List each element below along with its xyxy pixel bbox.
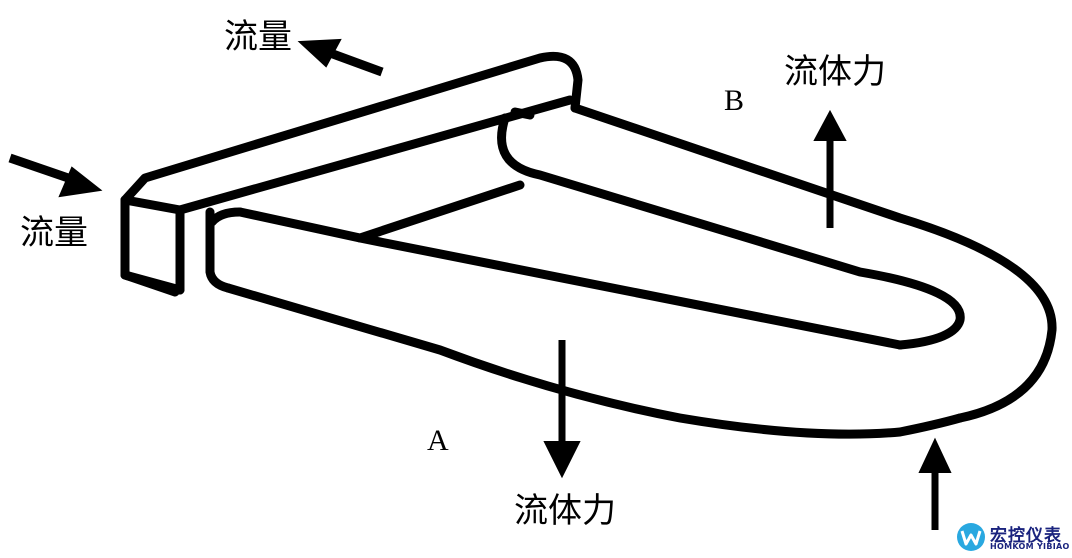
force-arrows <box>543 109 952 530</box>
arrow-flow-in-head <box>58 166 103 198</box>
force-label-top: 流体力 <box>784 52 886 92</box>
arrow-force-b-head <box>813 109 847 141</box>
point-label-b: B <box>724 84 745 117</box>
flow-label-top: 流量 <box>224 17 292 57</box>
arrow-force-a-head <box>543 441 581 479</box>
force-label-bottom: 流体力 <box>514 491 616 531</box>
u-tube-front <box>207 207 965 439</box>
flow-label-left: 流量 <box>20 213 88 253</box>
logo-text-en: HOMKOM YIBIAO <box>990 542 1070 551</box>
point-label-a: A <box>427 424 449 457</box>
arrow-force-right-head <box>918 437 952 473</box>
arrow-flow-out-head <box>297 38 342 68</box>
tube-inner-link <box>235 180 905 350</box>
arrow-flow-in <box>8 153 76 185</box>
flow-arrows <box>8 38 384 198</box>
logo-text-cn: 宏控仪表 <box>990 526 1062 546</box>
u-tube-back <box>497 103 1057 423</box>
logo-w-icon <box>957 523 985 551</box>
watermark-logo: 宏控仪表 HOMKOM YIBIAO <box>952 518 1072 558</box>
manifold-block <box>120 51 583 297</box>
